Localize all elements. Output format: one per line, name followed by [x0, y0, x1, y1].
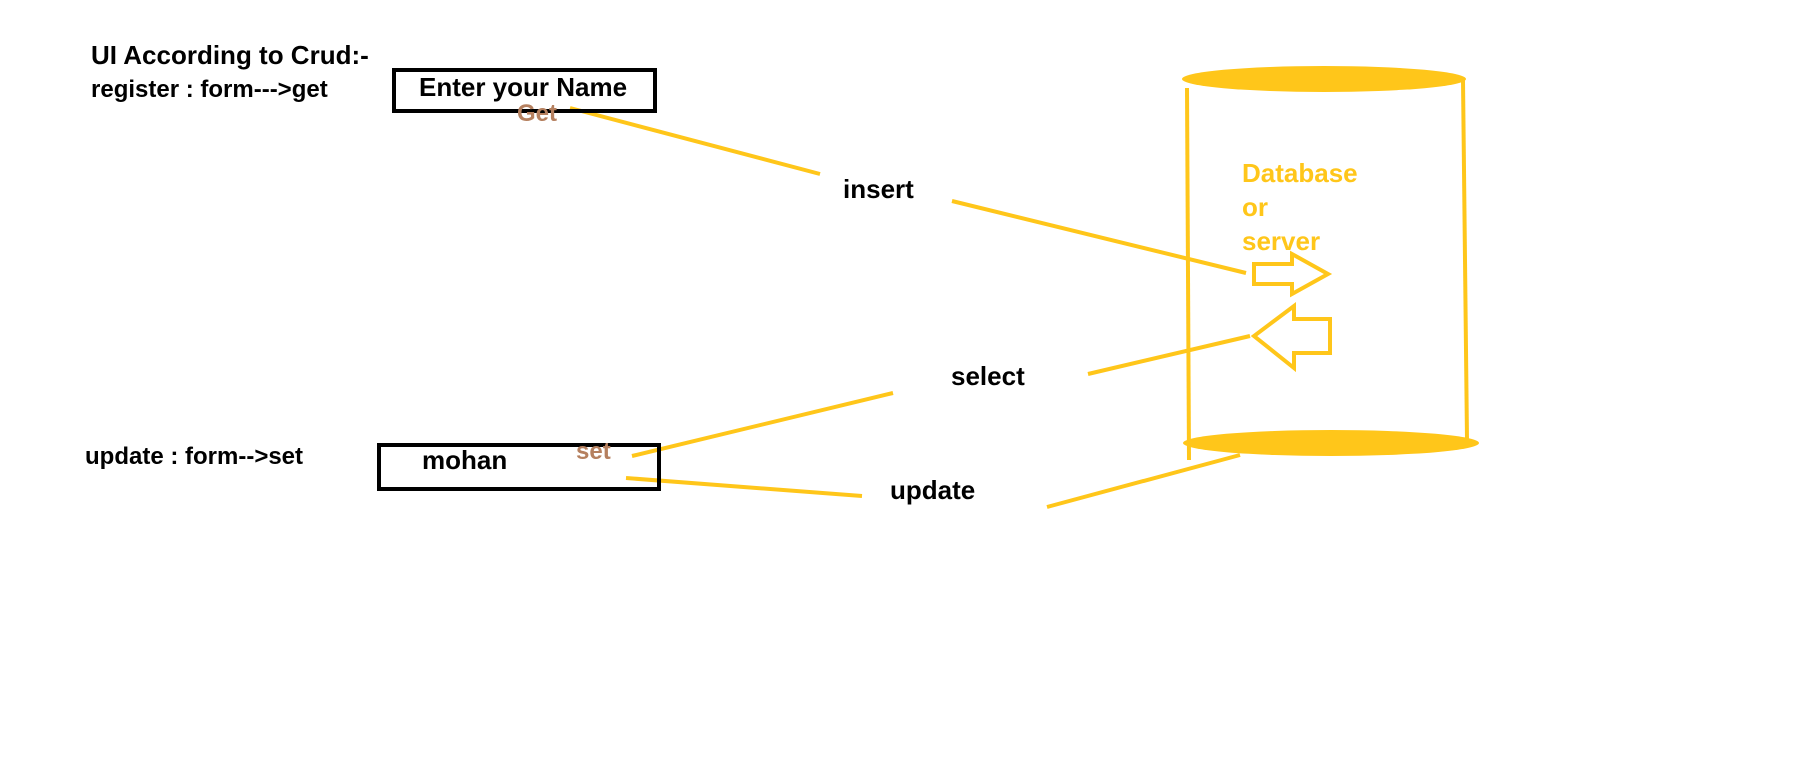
database-top-ellipse — [1182, 66, 1466, 92]
register-name-field[interactable] — [392, 68, 657, 113]
set-edge-label: set — [576, 438, 611, 465]
database-right-wall — [1461, 79, 1469, 441]
get-edge-label: Get — [517, 100, 558, 127]
database-cylinder — [1182, 66, 1479, 461]
register-label: register : form--->get — [91, 76, 328, 103]
database-bottom-ellipse — [1183, 430, 1479, 456]
update-operation-label: update — [890, 475, 976, 505]
database-left-wall — [1185, 87, 1191, 461]
update-name-field[interactable] — [377, 443, 661, 491]
database-label-line2: or — [1242, 192, 1268, 222]
heading-title: UI According to Crud:- — [91, 40, 369, 70]
register-name-field-text: Enter your Name — [419, 72, 628, 102]
connector-select-to-set — [631, 391, 894, 458]
database-label-line3: server — [1242, 226, 1321, 256]
connector-insert-to-db — [951, 199, 1247, 275]
update-form-label: update : form-->set — [85, 443, 304, 470]
update-name-field-text: mohan — [422, 445, 508, 475]
select-operation-label: select — [951, 361, 1025, 391]
connector-db-to-select — [1087, 334, 1251, 376]
database-label-line1: Database — [1242, 158, 1358, 188]
connector-set-to-update — [625, 476, 863, 498]
connector-get-to-insert — [569, 106, 821, 176]
connector-update-to-db — [1046, 453, 1241, 509]
arrow-left-icon — [1250, 302, 1332, 373]
arrow-right-icon — [1252, 250, 1333, 298]
insert-operation-label: insert — [843, 174, 914, 204]
